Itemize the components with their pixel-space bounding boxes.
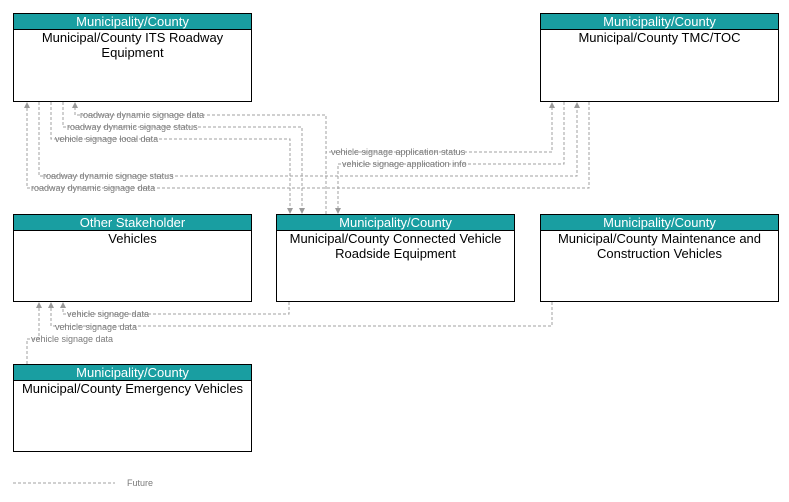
flow-label: roadway dynamic signage data [31, 183, 155, 193]
node-tmc-toc: Municipality/County Municipal/County TMC… [540, 13, 779, 102]
arrow-head [299, 208, 305, 214]
flow-line [38, 102, 578, 177]
legend-future-label: Future [127, 478, 153, 488]
node-emergency-vehicles: Municipality/County Municipal/County Eme… [13, 364, 252, 452]
node-roadside-equipment: Municipality/County Municipal/County Con… [276, 214, 515, 302]
flow-line [337, 102, 565, 209]
node-maintenance-vehicles: Municipality/County Municipal/County Mai… [540, 214, 779, 302]
arrow-head [549, 102, 555, 108]
arrow-head [60, 302, 66, 308]
node-title: Municipal/County Connected Vehicle Roads… [289, 231, 502, 261]
node-title: Municipal/County Emergency Vehicles [21, 381, 244, 396]
node-roadway-equipment: Municipality/County Municipal/County ITS… [13, 13, 252, 102]
arrow-head [48, 302, 54, 308]
arrow-head [36, 302, 42, 308]
arrow-head [24, 102, 30, 108]
flow-line [62, 102, 303, 209]
node-category: Municipality/County [14, 14, 251, 30]
flow-line [26, 102, 590, 189]
flow-label: vehicle signage local data [55, 134, 158, 144]
flow-label: vehicle signage application info [342, 159, 467, 169]
flow-label: vehicle signage data [31, 334, 113, 344]
node-title: Municipal/County TMC/TOC [578, 30, 741, 45]
node-category: Municipality/County [541, 14, 778, 30]
arrow-head [287, 208, 293, 214]
flow-line [325, 107, 553, 214]
flow-line [50, 102, 291, 209]
flow-label: vehicle signage data [67, 309, 149, 319]
flow-label: roadway dynamic signage data [80, 110, 204, 120]
arrow-head [72, 102, 78, 108]
flow-line [62, 302, 290, 315]
arrow-head [335, 208, 341, 214]
flow-label: roadway dynamic signage status [43, 171, 174, 181]
flow-label: vehicle signage application status [331, 147, 466, 157]
flow-line [50, 302, 553, 327]
node-category: Municipality/County [14, 365, 251, 381]
node-category: Municipality/County [541, 215, 778, 231]
flow-line [26, 307, 40, 364]
node-title: Municipal/County Maintenance and Constru… [557, 231, 762, 261]
node-title: Vehicles [108, 231, 157, 246]
node-category: Other Stakeholder [14, 215, 251, 231]
flow-label: roadway dynamic signage status [67, 122, 198, 132]
node-vehicles: Other Stakeholder Vehicles [13, 214, 252, 302]
node-title: Municipal/County ITS Roadway Equipment [41, 30, 224, 60]
flow-label: vehicle signage data [55, 322, 137, 332]
node-category: Municipality/County [277, 215, 514, 231]
arrow-head [574, 102, 580, 108]
